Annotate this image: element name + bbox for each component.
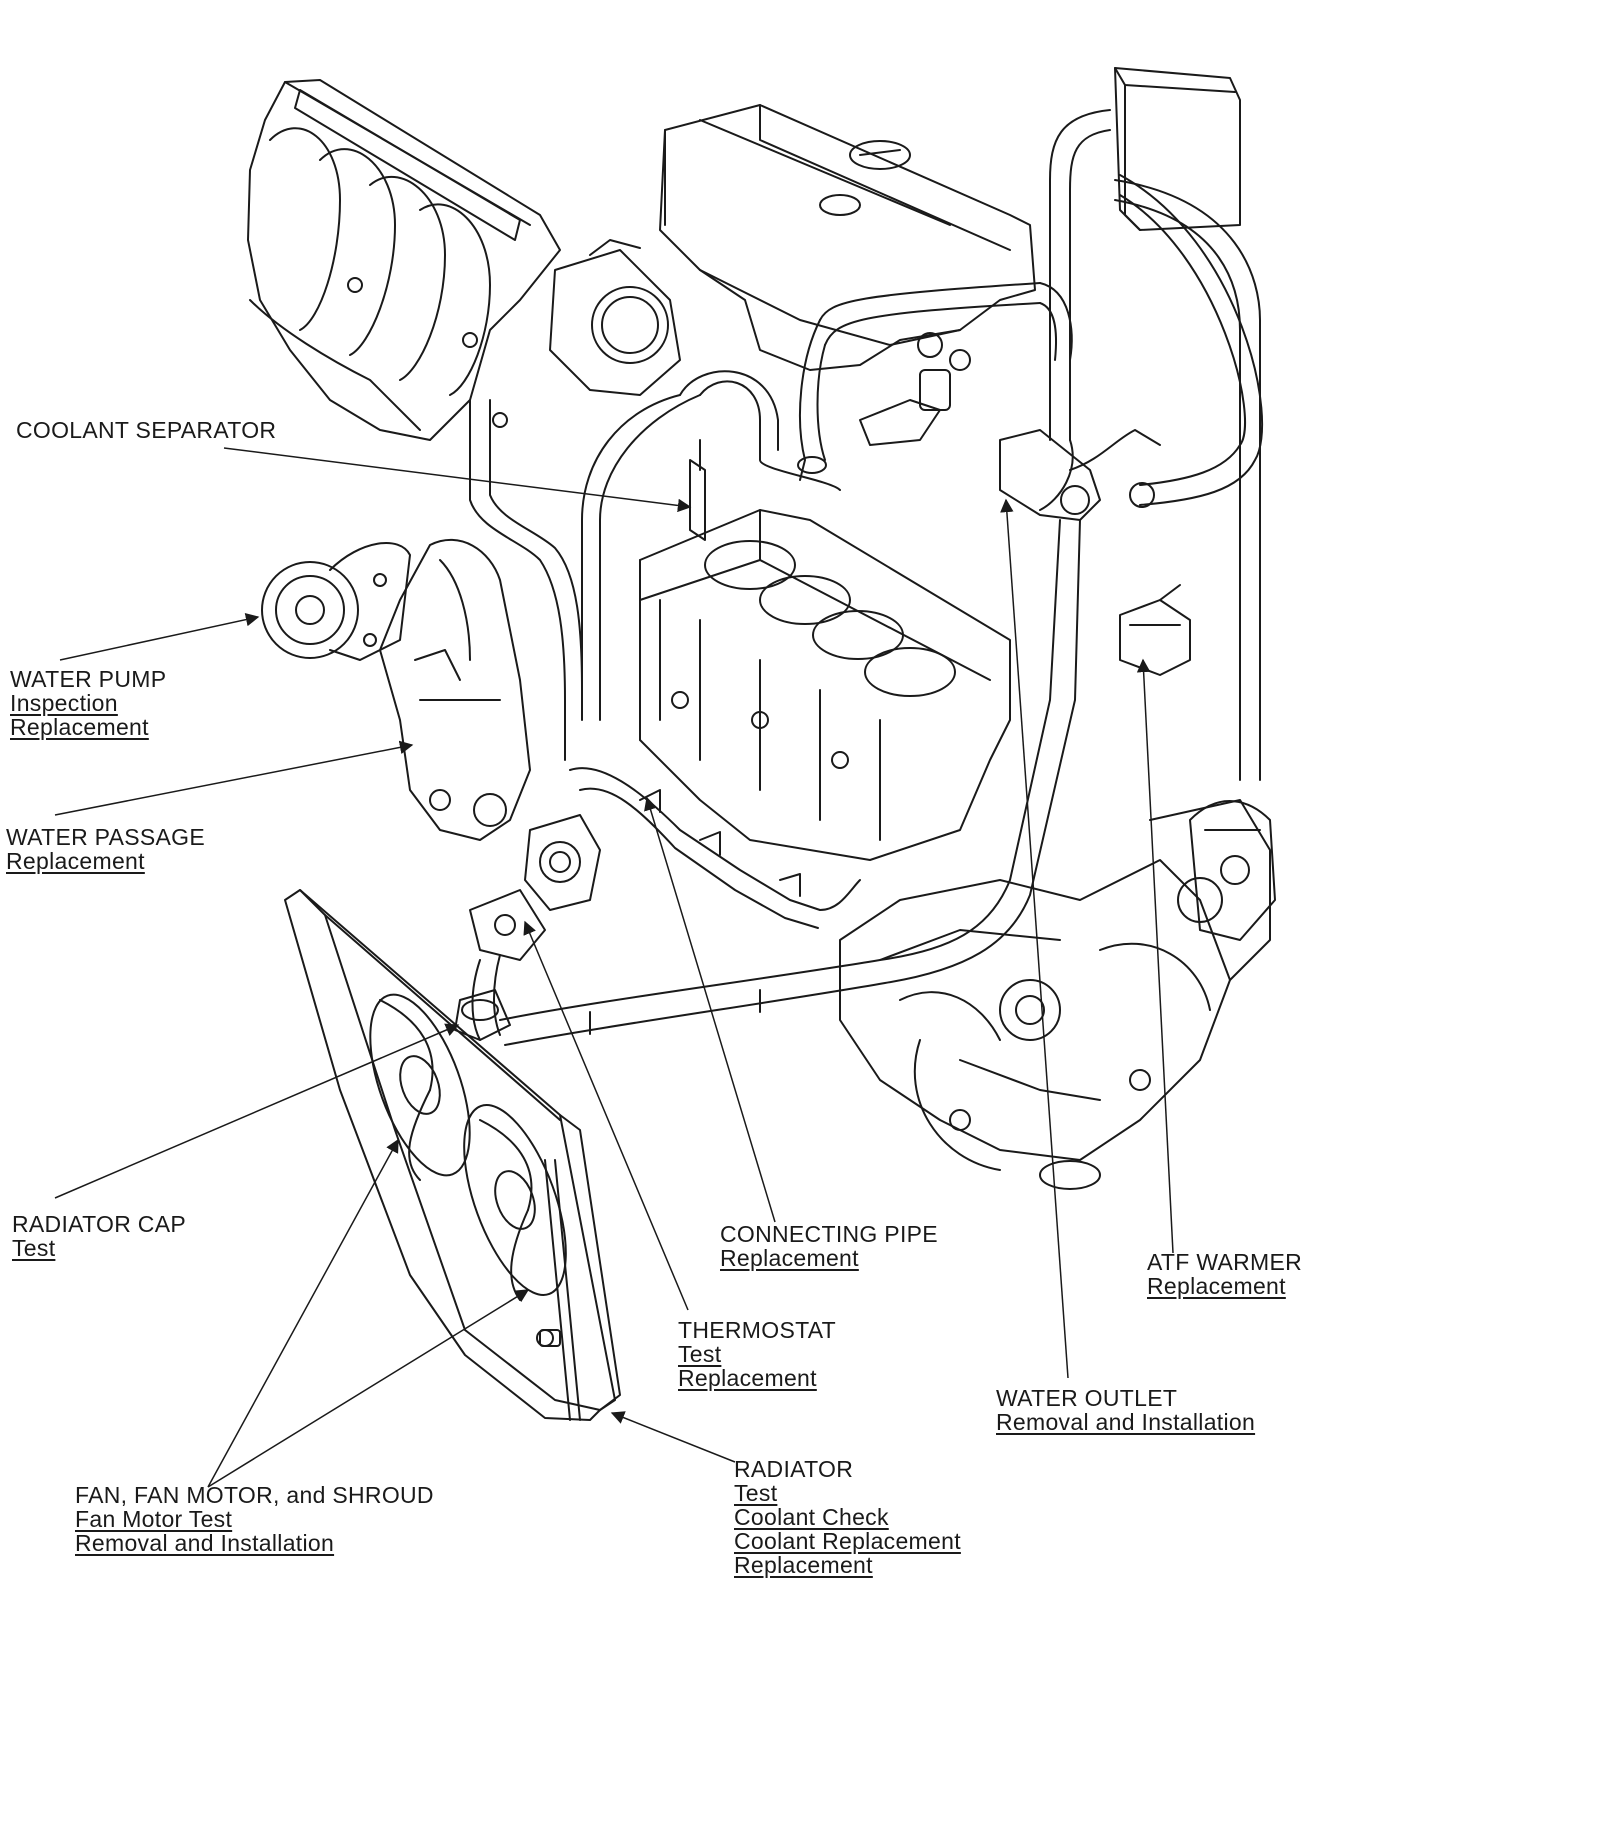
thermostat-replacement-link[interactable]: Replacement (678, 1365, 817, 1391)
engine-block (639, 509, 1011, 861)
throttle-body (549, 239, 681, 396)
intake-manifold (247, 79, 561, 441)
leader-atf-warmer (1136, 658, 1174, 1254)
leader-radiator (610, 1411, 736, 1463)
water-passage-label: WATER PASSAGE Replacement (6, 825, 205, 873)
thermostat-test-link[interactable]: Test (678, 1341, 722, 1367)
engine-mount (1189, 800, 1276, 941)
leader-water-pump (59, 612, 260, 661)
radiator-cap-title: RADIATOR CAP (12, 1211, 186, 1237)
water-pump-title: WATER PUMP (10, 666, 167, 692)
leader-connecting-pipe (644, 796, 776, 1223)
leader-coolant-separator (223, 447, 692, 513)
thermostat-title: THERMOSTAT (678, 1317, 837, 1343)
separator-hose (581, 370, 841, 721)
atf-warmer-label: ATF WARMER Replacement (1147, 1250, 1302, 1298)
water-passage-replacement-link[interactable]: Replacement (6, 848, 145, 874)
radiator-coolant-replacement-link[interactable]: Coolant Replacement (734, 1528, 961, 1554)
coolant-bypass-pipe (797, 282, 1073, 481)
water-pump-replacement-link[interactable]: Replacement (10, 714, 149, 740)
leader-water-passage (54, 740, 414, 816)
leader-lines (54, 447, 1174, 1488)
connecting-pipe-title: CONNECTING PIPE (720, 1221, 938, 1247)
transmission (839, 799, 1271, 1190)
connecting-pipe-label: CONNECTING PIPE Replacement (720, 1222, 938, 1270)
water-pump-hoses (469, 399, 583, 761)
thermostat-housing (469, 814, 601, 961)
water-outlet-title: WATER OUTLET (996, 1385, 1178, 1411)
connecting-pipe-replacement-link[interactable]: Replacement (720, 1245, 859, 1271)
water-outlet-label: WATER OUTLET Removal and Installation (996, 1386, 1255, 1434)
heater-hoses (1039, 109, 1264, 781)
radiator-cap-label: RADIATOR CAP Test (12, 1212, 186, 1260)
water-outlet-removal-link[interactable]: Removal and Installation (996, 1409, 1256, 1435)
cylinder-head (659, 104, 1036, 446)
coolant-separator-label: COOLANT SEPARATOR (16, 418, 276, 442)
fan-motor-test-link[interactable]: Fan Motor Test (75, 1506, 233, 1532)
fan-shroud-title: FAN, FAN MOTOR, and SHROUD (75, 1482, 434, 1508)
water-pump-label: WATER PUMP Inspection Replacement (10, 667, 166, 739)
leader-water-outlet (1000, 498, 1069, 1379)
fan-removal-link[interactable]: Removal and Installation (75, 1530, 335, 1556)
radiator-test-link[interactable]: Test (734, 1480, 778, 1506)
radiator-coolant-check-link[interactable]: Coolant Check (734, 1504, 889, 1530)
atf-warmer (1119, 584, 1191, 676)
radiator-title: RADIATOR (734, 1456, 854, 1482)
leader-thermostat (523, 920, 689, 1311)
water-passage-title: WATER PASSAGE (6, 824, 206, 850)
leader-radiator-cap (54, 1023, 460, 1199)
atf-warmer-replacement-link[interactable]: Replacement (1147, 1273, 1286, 1299)
water-pump (261, 542, 411, 661)
radiator-label: RADIATOR Test Coolant Check Coolant Repl… (734, 1457, 961, 1577)
thermostat-label: THERMOSTAT Test Replacement (678, 1318, 836, 1390)
radiator-cap-test-link[interactable]: Test (12, 1235, 56, 1261)
radiator-shroud (284, 889, 621, 1421)
heater-core (1114, 67, 1241, 231)
water-pump-inspection-link[interactable]: Inspection (10, 690, 118, 716)
fan-shroud-label: FAN, FAN MOTOR, and SHROUD Fan Motor Tes… (75, 1483, 434, 1555)
water-passage (379, 539, 531, 841)
connecting-pipe (569, 767, 861, 929)
radiator-replacement-link[interactable]: Replacement (734, 1552, 873, 1578)
atf-warmer-title: ATF WARMER (1147, 1249, 1303, 1275)
leader-fan-1 (207, 1138, 399, 1488)
leader-fan-2 (207, 1289, 530, 1488)
coolant-separator-title: COOLANT SEPARATOR (16, 417, 277, 443)
lower-radiator-hose (471, 519, 1081, 1046)
water-outlet-housing (999, 429, 1161, 521)
